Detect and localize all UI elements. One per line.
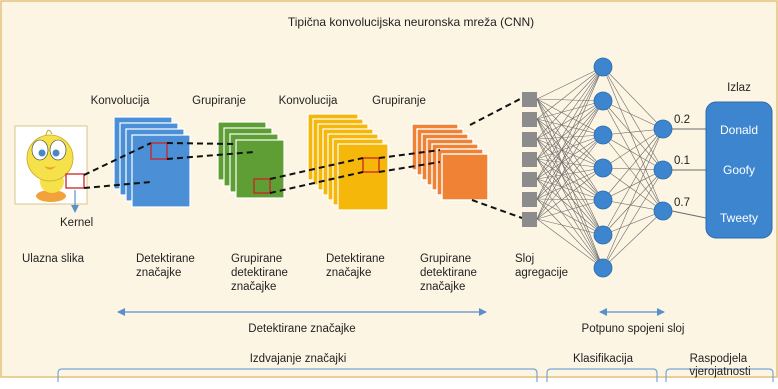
label-aggregation-layer-line: Sloj: [515, 253, 534, 265]
output-title: Izlaz: [727, 82, 751, 94]
label-detected-features-1-line: Detektirane: [136, 253, 195, 265]
label-pooled-features-1-line: detektirane: [231, 267, 288, 279]
diagram-title: Tipična konvolucijska neuronska mreža (C…: [288, 15, 534, 29]
dense-connections: [536, 66, 664, 269]
label-pooled-features-2-line: detektirane: [420, 267, 477, 279]
aggregation-layer: [522, 92, 537, 227]
section-label-extraction: Izdvajanje značajki: [250, 353, 347, 365]
label-detected-features-2-line: značajke: [326, 267, 371, 279]
label-detected-features-2-line: Detektirane: [326, 253, 385, 265]
section-label-distribution-line: vjerojatnosti: [689, 366, 750, 378]
label-aggregation-layer: Sloj agregacije: [515, 253, 568, 279]
output-neurons: [653, 119, 673, 221]
class-label-tweety: Tweety: [720, 211, 758, 225]
output-box: [705, 101, 773, 239]
label-input-image: Ulazna slika: [22, 253, 85, 265]
label-pooled-features-1-line: značajke: [231, 281, 276, 293]
label-detected-features-1: Detektirane značajke: [136, 253, 198, 279]
stage-label-convolution-2: Konvolucija: [279, 95, 338, 107]
label-detected-features-2: Detektirane značajke: [326, 253, 388, 279]
feature-map-stack-pool-1: [217, 121, 285, 199]
hidden-neurons: [593, 57, 613, 278]
label-pooled-features-2-line: Grupirane: [420, 253, 471, 265]
kernel-label: Kernel: [60, 217, 93, 229]
probability-goofy: 0.1: [674, 155, 690, 167]
output-connectors: [671, 128, 707, 219]
feature-map-stack-conv-2: [307, 113, 389, 211]
feature-map-stack-pool-2: [411, 123, 489, 201]
section-brackets: [57, 368, 774, 382]
label-pooled-features-1-line: Grupirane: [231, 253, 282, 265]
label-fully-connected-span: Potpuno spojeni sloj: [582, 323, 685, 335]
stage-label-pooling-1: Grupiranje: [192, 95, 246, 107]
stage-label-convolution-1: Konvolucija: [91, 95, 150, 107]
kernel-window: [65, 173, 85, 189]
label-pooled-features-2: Grupirane detektirane značajke: [420, 253, 480, 293]
section-label-distribution-line: Raspodjela: [690, 353, 748, 365]
tweety-image: [14, 125, 88, 205]
feature-map-stack-conv-1: [113, 116, 191, 208]
label-detected-features-1-line: značajke: [136, 267, 181, 279]
label-pooled-features-2-line: značajke: [420, 281, 465, 293]
probability-donald: 0.2: [674, 114, 690, 126]
class-label-goofy: Goofy: [723, 163, 755, 177]
label-detected-features-span: Detektirane značajke: [248, 323, 355, 335]
section-label-distribution: Raspodjela vjerojatnosti: [689, 353, 750, 378]
class-label-donald: Donald: [720, 123, 758, 137]
section-label-classification: Klasifikacija: [573, 353, 634, 365]
stage-label-pooling-2: Grupiranje: [372, 95, 426, 107]
label-aggregation-layer-line: agregacije: [515, 267, 568, 279]
probability-tweety: 0.7: [674, 197, 690, 209]
label-pooled-features-1: Grupirane detektirane značajke: [231, 253, 291, 293]
projection-lines: [83, 97, 523, 219]
